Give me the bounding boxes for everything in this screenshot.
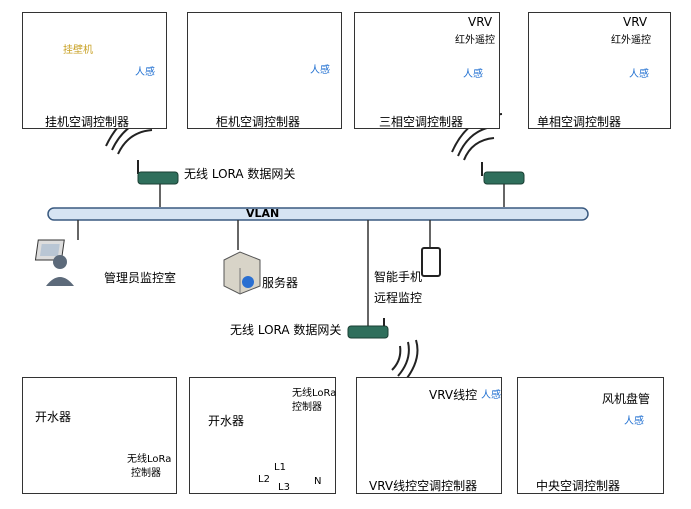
top-box-cabinet-ac: 人感 柜机空调控制器 [187, 12, 342, 129]
lora-label-1: 无线LoRa [292, 388, 337, 399]
vrv-label: VRV [468, 15, 493, 29]
server-label: 服务器 [262, 276, 299, 290]
top-box-three-phase: VRV 红外遥控 人感 三相空调控制器 [354, 12, 500, 129]
gateway-mid-label: 无线 LORA 数据网关 [230, 323, 342, 337]
box-label: 单相空调控制器 [537, 115, 622, 129]
boiler-label: 开水器 [35, 410, 72, 424]
server-icon [223, 251, 261, 295]
smartphone-icon [421, 247, 441, 277]
lora-label-2: 控制器 [292, 402, 322, 413]
box-label: 中央空调控制器 [536, 479, 621, 493]
box-label: 三相空调控制器 [379, 115, 464, 129]
lora-label-1: 无线LoRa [127, 454, 172, 465]
bottom-box-water-boiler-2: 开水器 无线LoRa 控制器 L1 L2 L3 N [189, 377, 336, 494]
box-label: 柜机空调控制器 [216, 115, 301, 129]
vlan-bus [47, 207, 589, 221]
gateway-top-label: 无线 LORA 数据网关 [184, 167, 296, 181]
sensor-label: 人感 [310, 65, 330, 76]
vlan-label: VLAN [246, 207, 280, 220]
wire-l1-label: L1 [274, 462, 286, 473]
top-box-single-phase: VRV 红外遥控 人感 单相空调控制器 [528, 12, 671, 129]
sensor-label: 人感 [629, 69, 649, 80]
vrv-label: VRV [623, 15, 648, 29]
sensor-label: 人感 [624, 416, 644, 427]
bottom-box-water-boiler-1: 开水器 无线LoRa 控制器 [22, 377, 177, 494]
fan-coil-label: 风机盘管 [602, 392, 651, 406]
sensor-label: 人感 [135, 67, 155, 78]
admin-computer-icon [34, 239, 74, 286]
bottom-box-central-ac: 风机盘管 人感 中央空调控制器 [517, 377, 664, 494]
lora-label-2: 控制器 [131, 468, 161, 479]
wire-l3-label: L3 [278, 482, 290, 493]
wire-n-label: N [314, 476, 322, 487]
boiler-label: 开水器 [208, 414, 245, 428]
bottom-box-vrv-wire: VRV线控 人感 VRV线控空调控制器 [356, 377, 502, 494]
remote-label: 红外遥控 [611, 35, 651, 46]
phone-label-line1: 智能手机 [374, 270, 423, 284]
box-label: VRV线控空调控制器 [369, 479, 478, 493]
sensor-label: 人感 [463, 69, 483, 80]
wall-ac-tag: 挂壁机 [63, 45, 93, 56]
admin-label: 管理员监控室 [104, 271, 177, 285]
phone-label-line2: 远程监控 [374, 291, 423, 305]
vrv-wire-label: VRV线控 [429, 388, 478, 402]
remote-label: 红外遥控 [455, 35, 495, 46]
top-box-wall-ac: 挂壁机 人感 挂机空调控制器 [22, 12, 167, 129]
wire-l2-label: L2 [258, 474, 270, 485]
sensor-label: 人感 [481, 390, 501, 401]
gateway-mid-icon [347, 318, 419, 383]
box-label: 挂机空调控制器 [45, 115, 130, 129]
